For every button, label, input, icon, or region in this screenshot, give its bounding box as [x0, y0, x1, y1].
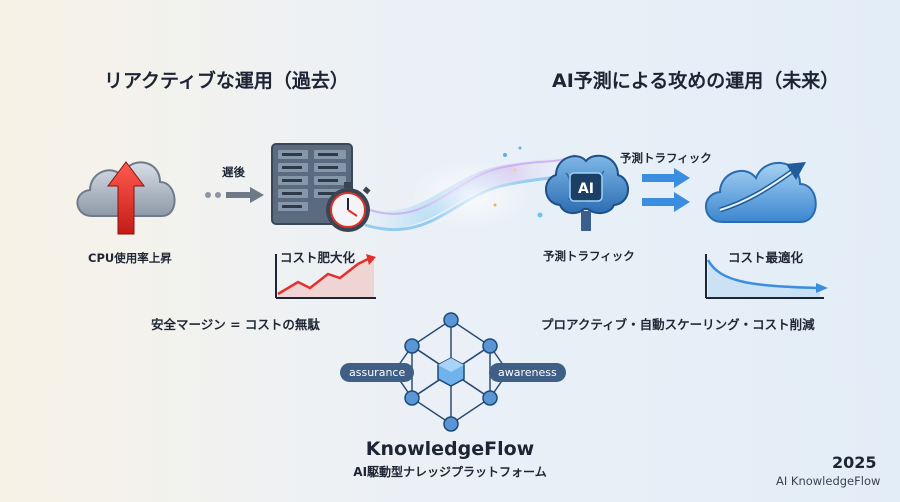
delay-label: 遅後 [222, 165, 245, 179]
cost-bloat-label: コスト肥大化 [280, 250, 356, 265]
cloud-optimized-icon [705, 162, 817, 223]
cpu-usage-label: CPU使用率上昇 [88, 251, 172, 265]
forecast-traffic-top-label: 予測トラフィック [620, 151, 712, 165]
corner-brand-label: AI KnowledgeFlow [776, 474, 881, 488]
forecast-arrows-icon [642, 168, 690, 212]
cloud-cpu-icon [76, 161, 176, 235]
server-rack-icon [271, 143, 371, 232]
year-label: 2025 [832, 453, 877, 472]
left-section-title: リアクティブな運用（過去） [104, 70, 349, 92]
right-footer-text: プロアクティブ・自動スケーリング・コスト削減 [541, 317, 815, 332]
forecast-traffic-label: 予測トラフィック [543, 249, 635, 263]
cost-optimization-label: コスト最適化 [728, 250, 804, 265]
cost-decline-chart [705, 254, 828, 299]
brand-name: KnowledgeFlow [365, 438, 535, 460]
delay-arrow-icon [205, 187, 264, 203]
assurance-pill: assurance [340, 363, 415, 382]
ai-badge-text: AI [578, 181, 594, 197]
cost-rise-chart [275, 254, 376, 299]
awareness-pill: awareness [489, 363, 566, 382]
ai-brain-icon: AI [545, 154, 629, 231]
brand-tagline: AI駆動型ナレッジプラットフォーム [353, 465, 547, 479]
left-footer-text: 安全マージン = コストの無駄 [151, 317, 320, 332]
right-section-title: AI予測による攻めの運用（未来） [552, 70, 840, 92]
